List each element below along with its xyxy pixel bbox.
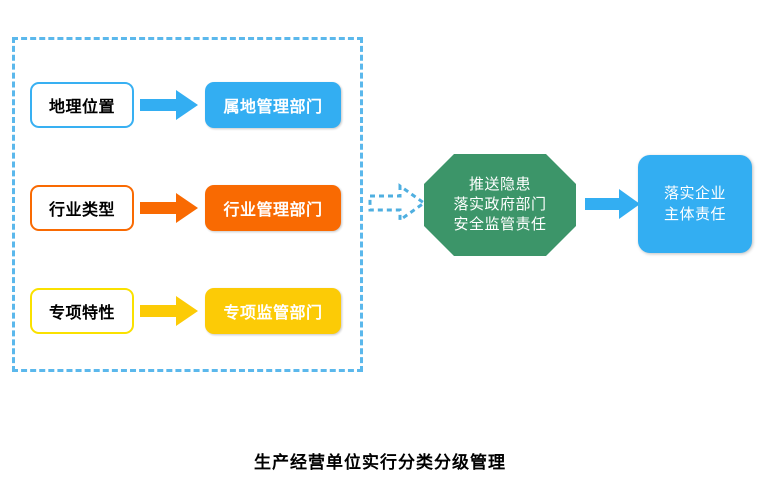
arrow-icon-row-1 bbox=[140, 88, 198, 122]
department-label: 专项监管部门 bbox=[223, 303, 323, 322]
outcome-box-enterprise-responsibility[interactable]: 落实企业 主体责任 bbox=[638, 155, 752, 253]
criterion-label: 行业类型 bbox=[48, 200, 115, 219]
diagram-caption: 生产经营单位实行分类分级管理 bbox=[254, 453, 506, 473]
classification-criteria-group bbox=[12, 37, 363, 372]
arrow-icon-row-2 bbox=[140, 191, 198, 225]
department-box-territorial[interactable]: 属地管理部门 bbox=[205, 82, 341, 128]
process-line-3: 安全监管责任 bbox=[453, 214, 547, 233]
criterion-label: 地理位置 bbox=[48, 97, 115, 116]
outcome-line-1: 落实企业 bbox=[663, 183, 726, 202]
department-box-special-supervision[interactable]: 专项监管部门 bbox=[205, 288, 341, 334]
criterion-label: 专项特性 bbox=[48, 303, 115, 322]
outcome-line-2: 主体责任 bbox=[663, 205, 726, 223]
criterion-box-geographic-location[interactable]: 地理位置 bbox=[30, 82, 134, 128]
criterion-box-industry-type[interactable]: 行业类型 bbox=[30, 185, 134, 231]
process-octagon-push-hazard[interactable]: 推送隐患 落实政府部门 安全监管责任 bbox=[424, 154, 576, 256]
arrow-icon-row-3 bbox=[140, 294, 198, 328]
department-label: 属地管理部门 bbox=[223, 97, 323, 116]
dashed-arrow-icon-to-process bbox=[368, 182, 426, 224]
process-line-1: 推送隐患 bbox=[468, 175, 531, 194]
process-line-2: 落实政府部门 bbox=[453, 195, 547, 214]
arrow-icon-to-outcome bbox=[585, 187, 640, 221]
process-octagon-text: 推送隐患 落实政府部门 安全监管责任 bbox=[424, 154, 576, 256]
department-label: 行业管理部门 bbox=[223, 200, 323, 219]
department-box-industry[interactable]: 行业管理部门 bbox=[205, 185, 341, 231]
criterion-box-special-characteristic[interactable]: 专项特性 bbox=[30, 288, 134, 334]
